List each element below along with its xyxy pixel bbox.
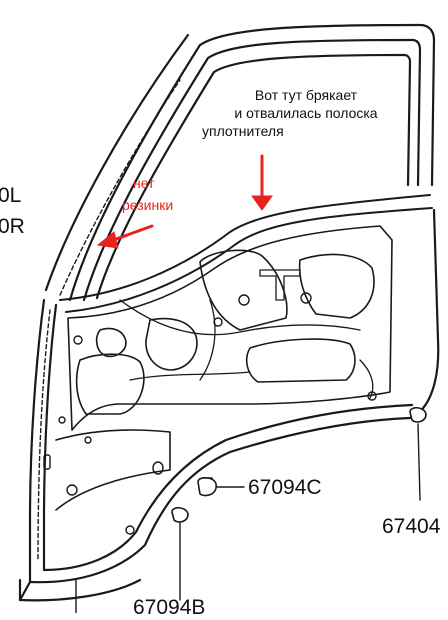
inner-panel [55, 225, 393, 511]
plug-67404 [409, 406, 427, 423]
rattle-note-line-1: Вот тут брякает [254, 87, 358, 103]
arrow-left-head-icon [96, 231, 119, 249]
belt-line [59, 194, 433, 313]
part-label-67094b: 67094B [133, 596, 206, 619]
linkage [119, 269, 374, 399]
arrow-down-head-icon [251, 195, 273, 211]
annotation-arrows [96, 154, 273, 249]
part-label-67094c: 67094C [248, 476, 322, 499]
weatherstrip [37, 79, 181, 561]
no-rubber-note-line-2: резинки [122, 197, 174, 213]
rattle-note-line-2: и отвалилась полоска [234, 105, 378, 121]
window-frame [44, 23, 436, 302]
clip-67094b [171, 506, 189, 523]
no-rubber-note-line-1: нет [133, 175, 155, 191]
clip-67094c [197, 476, 217, 497]
part-label-67404: 67404 [382, 515, 441, 538]
edge-label-left-top: 0L [0, 184, 22, 207]
rattle-note-line-3: уплотнителя [202, 123, 284, 139]
door-panel-outline [18, 208, 440, 602]
mount-holes [43, 292, 377, 535]
edge-label-left-bottom: 0R [0, 215, 25, 238]
leader-lines [75, 423, 421, 613]
